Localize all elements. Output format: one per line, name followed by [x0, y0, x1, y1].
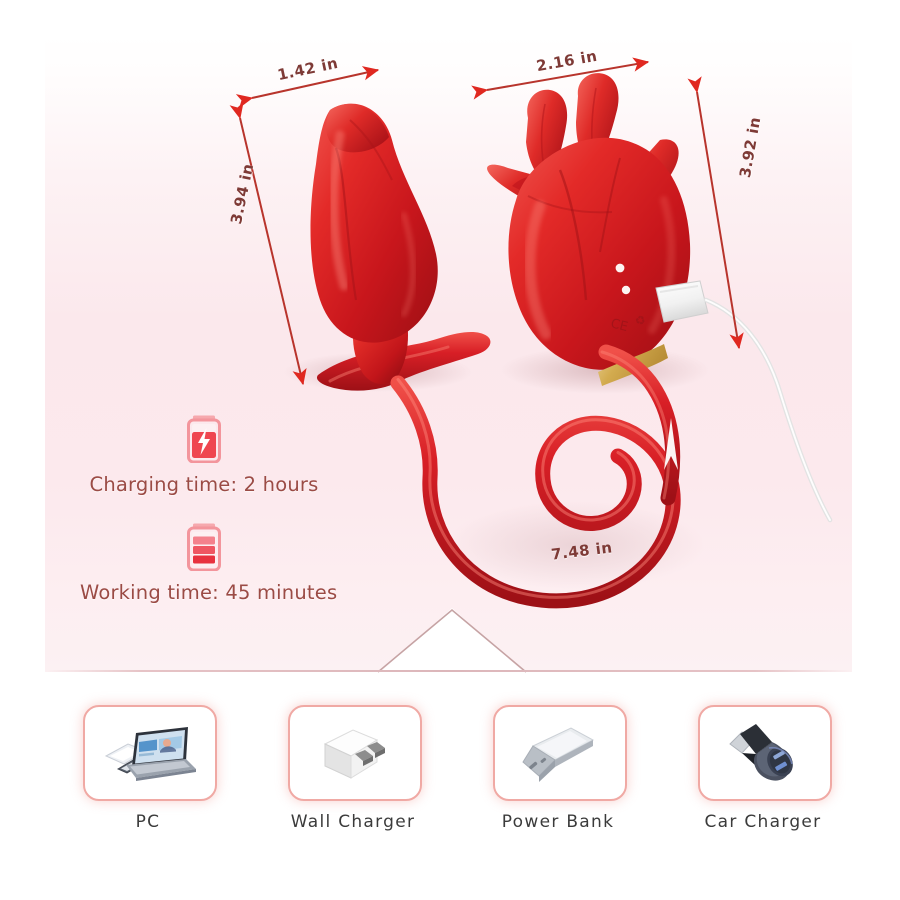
silicone-tail	[390, 344, 681, 609]
charging-option-power-bank[interactable]	[493, 705, 627, 801]
ce-marking: CE	[609, 316, 629, 335]
battery-charging-icon	[187, 415, 221, 463]
control-button-lower	[621, 285, 631, 295]
spec-charging-time-label: Charging time: 2 hours	[89, 473, 319, 496]
charging-option-power-bank-label: Power Bank	[501, 812, 615, 832]
car-charger-icon	[729, 724, 793, 781]
charging-options-row: PC Wall Charger	[0, 700, 900, 860]
charging-option-car-charger-label: Car Charger	[704, 812, 822, 832]
battery-level-icon	[187, 523, 221, 571]
power-bank-icon	[522, 727, 595, 782]
charging-option-pc[interactable]	[83, 705, 217, 801]
charging-option-wall-charger-label: Wall Charger	[290, 812, 416, 832]
svg-text:♻: ♻	[633, 312, 647, 328]
wall-charger-icon	[323, 729, 385, 779]
spec-charging-time: Charging time: 2 hours	[80, 415, 328, 496]
control-button-upper	[615, 263, 625, 273]
charging-option-wall-charger[interactable]	[288, 705, 422, 801]
panel-notch-outline	[378, 608, 526, 673]
spec-working-time: Working time: 45 minutes	[80, 523, 338, 604]
charging-option-pc-label: PC	[135, 812, 161, 832]
laptop-icon	[104, 727, 196, 781]
spec-working-time-label: Working time: 45 minutes	[80, 581, 338, 604]
panel-bottom-divider	[45, 670, 852, 672]
charging-option-car-charger[interactable]	[698, 705, 832, 801]
cable-direction-arrow	[664, 418, 678, 470]
plug-toy	[310, 103, 491, 391]
